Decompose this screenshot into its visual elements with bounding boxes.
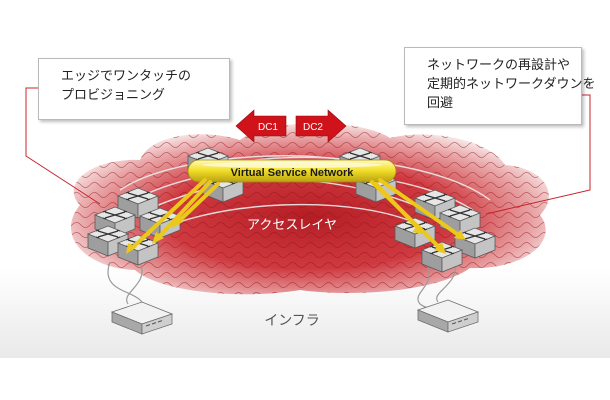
callout-right-line-3: 回避 [427,96,454,111]
callout-left-line-1: エッジでワンタッチの [61,69,192,84]
dc1-arrow [235,109,287,143]
callout-avoid-redesign: ネットワークの再設計や 定期的ネットワークダウンを 回避 [404,47,596,125]
infra-label: インフラ [264,313,320,329]
dc2-label: DC2 [303,122,323,133]
callout-edge-provisioning: エッジでワンタッチの プロビジョニング [38,58,230,120]
dc2-arrow [295,109,347,143]
dc1-label: DC1 [258,122,278,133]
left-callout-leader [25,87,101,205]
appliance-left [110,301,174,335]
callout-left-line-2: プロビジョニング [61,88,166,103]
access-layer-label: アクセスレイヤ [247,218,337,233]
provisioning-arrowheads [126,217,466,254]
appliance-right [416,299,480,333]
provisioning-links [130,178,462,250]
right-callout-leader [485,94,591,215]
vsn-tube [187,159,397,183]
callout-right-line-2: 定期的ネットワークダウンを [427,77,596,92]
callout-right-line-1: ネットワークの再設計や [427,58,571,73]
vsn-label: Virtual Service Network [231,167,355,179]
